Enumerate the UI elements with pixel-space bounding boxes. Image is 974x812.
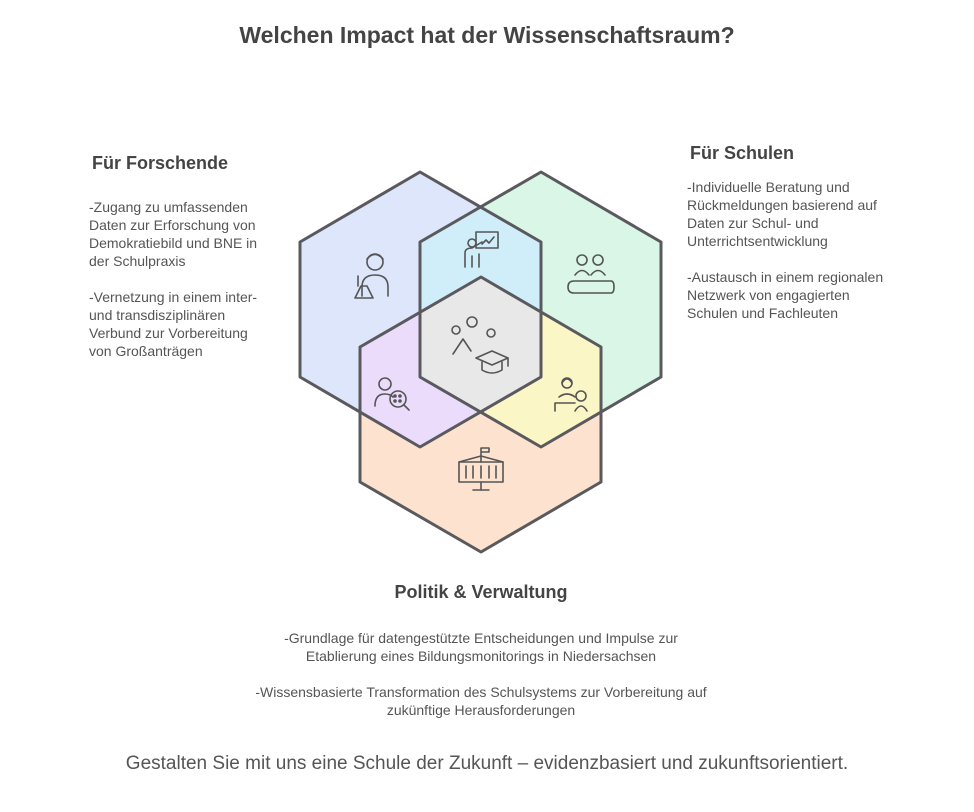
scientist-icon	[354, 253, 389, 299]
teacher-board-icon	[464, 231, 499, 268]
text-schulen: -Individuelle Beratung und Rückmeldungen…	[687, 179, 884, 321]
page-title: Welchen Impact hat der Wissenschaftsraum…	[239, 22, 735, 48]
government-building-icon	[458, 447, 504, 491]
text-forschende: -Zugang zu umfassenden Daten zur Erforsc…	[89, 199, 258, 359]
network-graduation-icon	[451, 316, 509, 374]
heading-politik: Politik & Verwaltung	[394, 582, 568, 602]
teacher-student-icon	[554, 377, 588, 412]
heading-forschende: Für Forschende	[92, 153, 229, 173]
students-desk-icon	[567, 254, 615, 294]
person-search-icon	[374, 377, 410, 411]
footer-slogan: Gestalten Sie mit uns eine Schule der Zu…	[125, 753, 849, 774]
heading-schulen: Für Schulen	[690, 143, 795, 163]
text-politik: -Grundlage für datengestützte Entscheidu…	[255, 630, 707, 718]
